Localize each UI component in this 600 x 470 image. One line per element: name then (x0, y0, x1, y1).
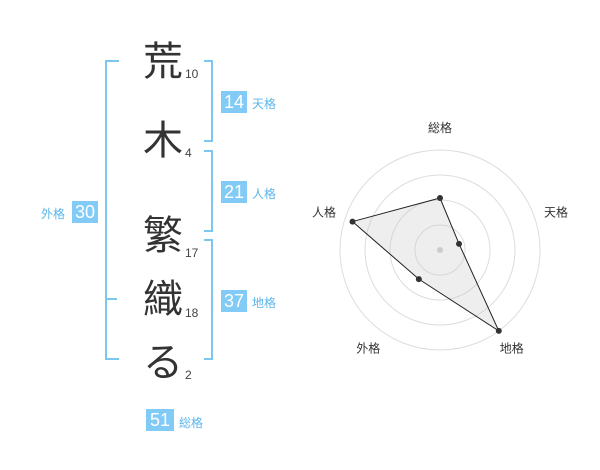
gaikaku-label: 外格 (41, 207, 66, 221)
radar-center (437, 247, 443, 253)
radar-point-5 (349, 218, 356, 225)
radar-point-2 (456, 240, 463, 247)
stroke-count-3: 17 (185, 246, 199, 260)
name-char-5: る (143, 340, 183, 386)
tenkaku-value: 14 (221, 91, 247, 113)
radar-axis-label-1: 総格 (428, 120, 452, 135)
radar-ring-1 (414, 224, 466, 276)
radar-point-4 (415, 276, 422, 283)
radar-ring-4 (339, 149, 541, 351)
chikaku-value: 37 (221, 290, 247, 312)
chikaku-label: 地格 (252, 296, 277, 310)
soukaku-value: 51 (146, 409, 174, 431)
gaikaku-value: 30 (72, 201, 98, 223)
jinkaku-value: 21 (221, 181, 247, 203)
radar-ring-3 (364, 174, 516, 326)
tenkaku-bracket (204, 60, 213, 142)
soukaku-label: 総格 (179, 416, 204, 430)
chikaku-bracket (204, 239, 213, 360)
gaikaku-bracket (105, 60, 119, 360)
jinkaku-bracket (204, 150, 213, 232)
gaikaku-bracket-split (105, 298, 117, 300)
name-char-3: 繁 (143, 213, 183, 259)
name-char-1: 荒 (143, 39, 183, 85)
radar-point-1 (437, 195, 443, 201)
radar-axis-label-3: 地格 (500, 341, 524, 356)
radar-point-3 (495, 327, 502, 334)
name-char-2: 木 (143, 118, 183, 164)
name-char-4: 織 (143, 277, 183, 323)
radar-axis-label-5: 人格 (312, 204, 336, 219)
radar-axis-label-4: 外格 (356, 341, 380, 356)
tenkaku-label: 天格 (252, 97, 277, 111)
stroke-count-5: 2 (185, 368, 192, 382)
radar-area (351, 197, 500, 333)
jinkaku-label: 人格 (252, 187, 277, 201)
stroke-count-4: 18 (185, 306, 199, 320)
stroke-count-1: 10 (185, 67, 199, 81)
radar-axis-label-2: 天格 (544, 204, 568, 219)
stroke-count-2: 4 (185, 146, 192, 160)
